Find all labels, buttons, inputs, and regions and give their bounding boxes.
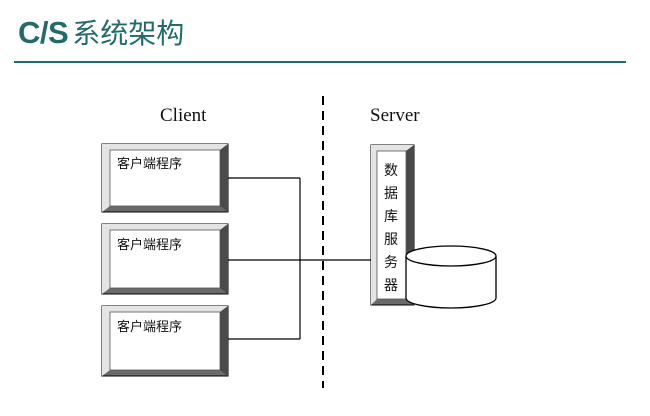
- title-cjk: 系统架构: [72, 17, 185, 50]
- title-latin: C/S: [18, 15, 69, 50]
- client-box-1-label: 客户端程序: [117, 156, 182, 172]
- client-heading: Client: [160, 105, 207, 126]
- title-divider: [14, 61, 626, 63]
- client-box-2: 客户端程序: [101, 223, 229, 295]
- client-box-2-label: 客户端程序: [117, 237, 182, 253]
- client-box-3-label: 客户端程序: [117, 319, 182, 335]
- server-char-3: 库: [384, 209, 398, 225]
- server-char-5: 务: [384, 255, 398, 271]
- server-char-4: 服: [384, 232, 398, 248]
- slide-title: C/S 系统架构: [18, 12, 184, 56]
- client-box-3: 客户端程序: [101, 305, 229, 377]
- server-heading: Server: [370, 105, 420, 126]
- database-cylinder-icon: [405, 245, 497, 309]
- connection-lines: [228, 177, 371, 340]
- server-char-2: 据: [384, 186, 398, 202]
- server-char-6: 器: [384, 278, 398, 294]
- server-char-1: 数: [384, 163, 398, 179]
- client-box-1: 客户端程序: [101, 143, 229, 213]
